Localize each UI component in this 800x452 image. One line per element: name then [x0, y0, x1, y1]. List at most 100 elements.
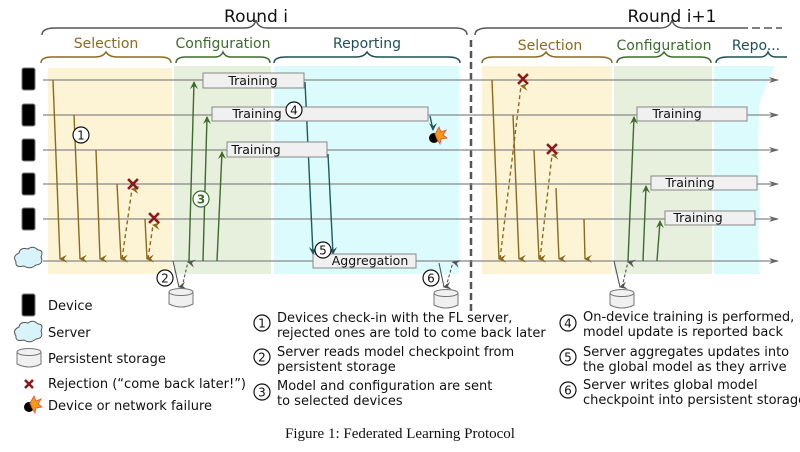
- svg-text:Training: Training: [227, 73, 277, 88]
- legend-label-server: Server: [48, 326, 91, 341]
- device-icon: [21, 67, 36, 91]
- round-i1-label: Round i+1: [628, 7, 717, 27]
- storage-icon: [16, 348, 42, 368]
- storage-arrows: [172, 259, 636, 290]
- step-marker-6: 6: [422, 269, 440, 287]
- training-box: Training: [211, 106, 429, 122]
- step-item: 1 Devices check-in with the FL server, r…: [253, 311, 546, 341]
- svg-text:3: 3: [258, 386, 266, 400]
- rejection-icon: [517, 73, 529, 85]
- configuration-arrows-round-i: [188, 81, 226, 262]
- step-item: 6 Server writes global model checkpoint …: [559, 378, 800, 408]
- step-marker-5: 5: [314, 241, 332, 259]
- phase-label-reporting-i: Reporting: [333, 36, 401, 52]
- round-i-label: Round i: [224, 7, 288, 27]
- configuration-arrows-round-i1: [627, 116, 664, 262]
- svg-text:persistent storage: persistent storage: [277, 360, 396, 375]
- reporting-brace-round-i1: [715, 49, 787, 64]
- training-box: Training: [202, 72, 305, 89]
- rejection-icon: [148, 212, 160, 224]
- round-i1-brace: [474, 19, 740, 36]
- phase-label-configuration-i1: Configuration: [617, 38, 712, 54]
- svg-text:Server aggregates updates into: Server aggregates updates into: [583, 345, 789, 360]
- training-box: Training: [636, 106, 748, 122]
- phase-label-selection-i1: Selection: [518, 38, 583, 54]
- svg-text:5: 5: [564, 351, 572, 365]
- device-icon: [21, 293, 36, 317]
- reporting-brace-round-i: [273, 50, 461, 64]
- legend-label-storage: Persistent storage: [48, 352, 166, 367]
- svg-text:Training: Training: [664, 175, 714, 190]
- svg-text:Training: Training: [651, 106, 701, 121]
- training-box: Training: [650, 175, 758, 191]
- phase-label-configuration-i: Configuration: [176, 36, 271, 52]
- storage-icon: [433, 289, 459, 309]
- round-i-brace: [41, 19, 468, 36]
- rejection-icon: [127, 178, 139, 190]
- svg-text:1: 1: [258, 317, 266, 331]
- svg-text:checkpoint into persistent sto: checkpoint into persistent storage: [583, 393, 800, 408]
- svg-text:model update is reported back: model update is reported back: [583, 325, 784, 340]
- rejection-icon: [546, 143, 558, 155]
- storage-cylinders: [168, 288, 635, 309]
- legend-label-rejection: Rejection (“come back later!”): [48, 377, 246, 392]
- storage-icon: [609, 289, 635, 309]
- step-item: 4 On-device training is performed, model…: [559, 310, 794, 340]
- configuration-brace-round-i: [175, 49, 271, 64]
- svg-text:1: 1: [77, 129, 85, 143]
- failure-icon: [429, 126, 448, 146]
- rejection-marks: [127, 73, 558, 224]
- svg-text:Training: Training: [230, 142, 280, 157]
- device-icon: [21, 172, 36, 196]
- svg-text:Server writes global model: Server writes global model: [583, 378, 758, 393]
- svg-text:rejected ones are told to come: rejected ones are told to come back late…: [277, 326, 546, 341]
- svg-text:6: 6: [427, 272, 435, 286]
- selection-brace-round-i: [40, 50, 172, 64]
- svg-text:Training: Training: [672, 210, 722, 225]
- legend-label-device: Device: [48, 299, 92, 314]
- aggregation-box: Aggregation: [312, 253, 417, 269]
- svg-text:Aggregation: Aggregation: [332, 253, 409, 268]
- device-icon: [21, 207, 36, 231]
- device-icon: [21, 138, 36, 162]
- selection-arrows-round-i1: [491, 79, 593, 263]
- step-item: 5 Server aggregates updates into the glo…: [559, 345, 789, 375]
- step-marker-2: 2: [156, 269, 174, 287]
- configuration-bg-round-i1: [614, 66, 712, 274]
- step-marker-3: 3: [192, 190, 210, 208]
- selection-bg-round-i: [48, 68, 172, 274]
- legend: Device Server Persistent storage Rejecti…: [14, 293, 246, 415]
- selection-bg-round-i1: [482, 66, 612, 274]
- server-icon: [14, 246, 43, 269]
- storage-icon: [168, 288, 194, 308]
- configuration-bg-round-i: [174, 66, 271, 274]
- svg-text:to selected devices: to selected devices: [277, 394, 403, 409]
- rejection-icon: [24, 379, 34, 389]
- training-box: Training: [664, 210, 756, 226]
- svg-text:6: 6: [564, 384, 572, 398]
- legend-label-failure: Device or network failure: [48, 399, 212, 414]
- svg-text:4: 4: [564, 317, 572, 331]
- svg-text:Devices check-in with the FL s: Devices check-in with the FL server,: [277, 311, 512, 326]
- configuration-brace-round-i1: [616, 50, 712, 64]
- svg-text:the global model as they arriv: the global model as they arrive: [583, 360, 787, 375]
- selection-brace-round-i1: [481, 50, 613, 64]
- reporting-bg-round-i1: [714, 66, 775, 274]
- server-icon: [14, 320, 43, 343]
- svg-text:Model and configuration are se: Model and configuration are sent: [277, 379, 492, 394]
- svg-text:2: 2: [161, 272, 169, 286]
- svg-text:3: 3: [197, 193, 205, 207]
- failure-icon: [24, 395, 43, 415]
- selection-arrows-round-i: [52, 79, 161, 263]
- reporting-bg-round-i: [274, 66, 459, 274]
- phase-label-selection-i: Selection: [74, 36, 139, 52]
- training-box: Training: [226, 141, 328, 158]
- svg-text:Server reads model checkpoint: Server reads model checkpoint from: [277, 345, 514, 360]
- step-marker-4: 4: [285, 101, 303, 119]
- svg-text:5: 5: [319, 244, 327, 258]
- svg-text:4: 4: [290, 104, 298, 118]
- step-marker-1: 1: [72, 126, 90, 144]
- svg-text:On-device training is performe: On-device training is performed,: [583, 310, 794, 325]
- device-icon: [21, 103, 36, 127]
